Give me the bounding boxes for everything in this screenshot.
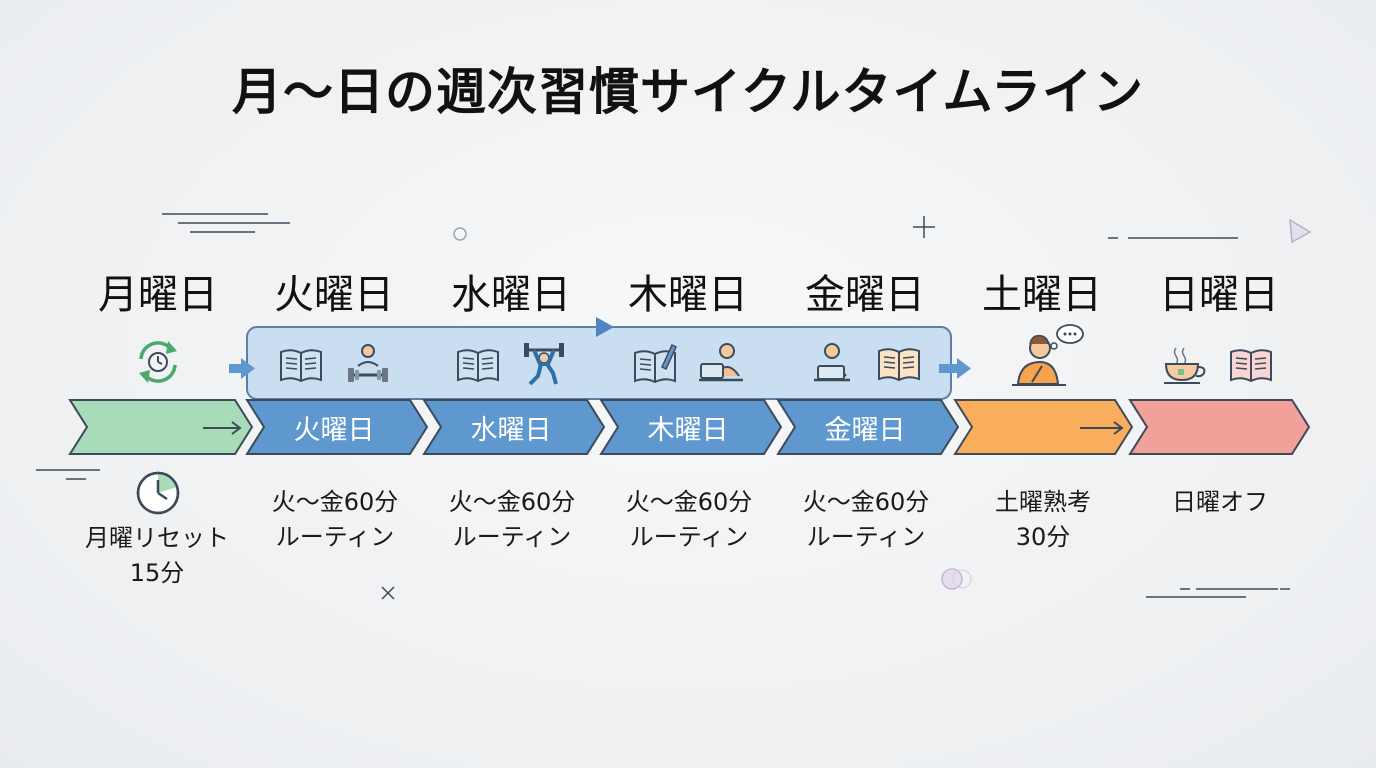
exercise-icon (524, 343, 564, 386)
segment-wednesday (422, 399, 606, 455)
book-icon (280, 349, 322, 383)
day-label-saturday: 土曜日 (982, 272, 1102, 318)
segment-label-friday: 金曜日 (824, 415, 906, 446)
description-line: 火〜金60分 (448, 488, 576, 516)
description-line: 火〜金60分 (625, 488, 753, 516)
description-line: ルーティン (275, 523, 395, 551)
day-label-sunday: 日曜日 (1159, 272, 1279, 318)
description-tuesday: 火〜金60分 ルーティン (235, 485, 435, 555)
segment-friday (776, 399, 960, 455)
segment-label-thursday: 木曜日 (647, 415, 729, 446)
description-line: 30分 (1015, 523, 1071, 551)
description-saturday: 土曜熟考 30分 (943, 485, 1143, 555)
band-exit-arrow (939, 358, 971, 379)
tea-cup-icon (1164, 347, 1206, 384)
day-label-friday: 金曜日 (805, 272, 925, 318)
description-sunday: 日曜オフ (1120, 485, 1320, 520)
page-title: 月〜日の週次習慣サイクルタイムライン (232, 63, 1144, 121)
description-line: 火〜金60分 (271, 488, 399, 516)
clock-icon (136, 471, 180, 515)
description-friday: 火〜金60分 ルーティン (766, 485, 966, 555)
description-monday: 月曜リセット 15分 (57, 521, 257, 591)
segment-label-wednesday: 水曜日 (470, 415, 552, 446)
description-line: 15分 (129, 559, 185, 587)
segment-tuesday (245, 399, 429, 455)
book-icon (878, 348, 920, 382)
description-line: ルーティン (806, 523, 926, 551)
day-label-tuesday: 火曜日 (274, 272, 394, 318)
description-wednesday: 火〜金60分 ルーティン (412, 485, 612, 555)
cycle-arrows-icon (139, 341, 177, 383)
writing-book-icon (634, 343, 677, 384)
weightlifter-icon (348, 344, 388, 382)
day-label-monday: 月曜日 (98, 272, 218, 318)
segment-saturday (953, 399, 1134, 455)
description-line: ルーティン (629, 523, 749, 551)
description-line: ルーティン (452, 523, 572, 551)
laptop-person-icon (814, 343, 850, 382)
segment-monday (68, 399, 254, 455)
laptop-person-icon (699, 343, 743, 382)
description-line: 日曜オフ (1172, 488, 1268, 516)
band-arrow-head (596, 317, 614, 337)
book-icon (1230, 349, 1272, 383)
saturday-inner-arrow (1080, 421, 1124, 435)
book-icon (457, 349, 499, 383)
segment-thursday (599, 399, 783, 455)
monday-inner-arrow (203, 421, 242, 435)
description-line: 火〜金60分 (802, 488, 930, 516)
segment-sunday (1128, 399, 1311, 455)
description-line: 月曜リセット (85, 524, 229, 552)
band-entry-arrow (229, 358, 255, 379)
day-label-wednesday: 水曜日 (451, 272, 571, 318)
thinking-person-icon (1012, 324, 1084, 386)
day-label-thursday: 木曜日 (628, 272, 748, 318)
description-thursday: 火〜金60分 ルーティン (589, 485, 789, 555)
segment-label-tuesday: 火曜日 (293, 415, 375, 446)
description-line: 土曜熟考 (995, 488, 1091, 516)
